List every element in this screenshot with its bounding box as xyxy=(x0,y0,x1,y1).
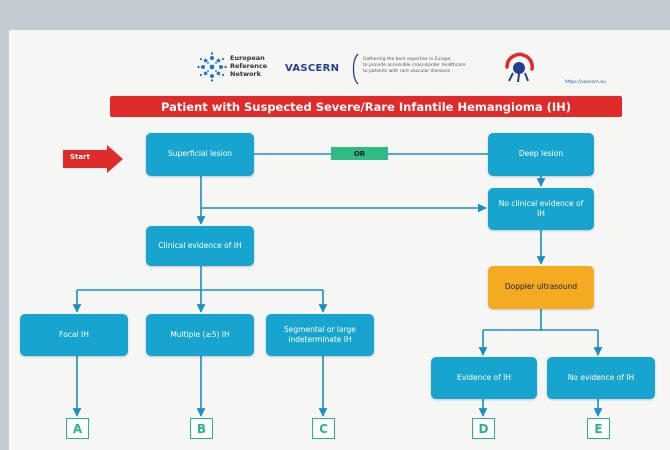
bracket-divider-icon xyxy=(352,53,359,85)
node-doppler-ultrasound[interactable]: Doppler ultrasound xyxy=(488,266,594,309)
node-deep-lesion[interactable]: Deep lesion xyxy=(488,133,594,176)
page-title: Patient with Suspected Severe/Rare Infan… xyxy=(110,96,622,117)
leaf-c[interactable]: C xyxy=(312,418,335,439)
vascern-logo-icon xyxy=(505,52,534,83)
node-clinical-evidence[interactable]: Clinical evidence of IH xyxy=(146,226,254,266)
node-segmental-ih[interactable]: Segmental or large indeterminate IH xyxy=(266,314,374,356)
or-label: OR xyxy=(331,147,388,160)
leaf-e[interactable]: E xyxy=(587,418,610,439)
node-evidence-of-ih[interactable]: Evidence of IH xyxy=(431,357,537,399)
node-superficial-lesion[interactable]: Superficial lesion xyxy=(146,133,254,176)
vascern-wordmark: VASCERN xyxy=(285,63,340,74)
vascern-url[interactable]: https://vascern.eu xyxy=(565,80,606,85)
leaf-b[interactable]: B xyxy=(190,418,213,439)
leaf-d[interactable]: D xyxy=(472,418,495,439)
leaf-a[interactable]: A xyxy=(66,418,89,439)
start-label: Start xyxy=(70,153,90,161)
start-arrow-icon xyxy=(63,145,123,173)
header-tagline: Gathering the best expertise in Europe t… xyxy=(363,57,466,75)
node-no-clinical-evidence[interactable]: No clinical evidence of IH xyxy=(488,188,594,230)
node-focal-ih[interactable]: Focal IH xyxy=(20,314,128,356)
node-no-evidence-of-ih[interactable]: No evidence of IH xyxy=(547,357,655,399)
ern-logo-icon xyxy=(197,52,227,82)
node-multiple-ih[interactable]: Multiple (≥5) IH xyxy=(146,314,254,356)
ern-name: European Reference Network xyxy=(230,54,268,78)
